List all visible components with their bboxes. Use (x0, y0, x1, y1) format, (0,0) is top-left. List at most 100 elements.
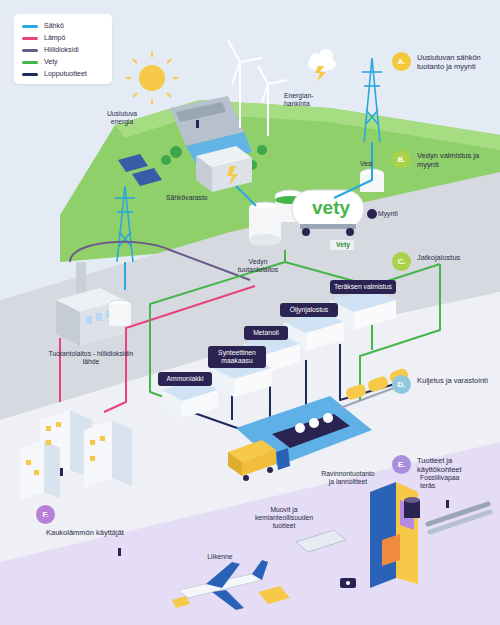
battery-container-part (196, 156, 212, 192)
truck-part (276, 448, 290, 470)
people-part (60, 468, 63, 476)
power-towers-part (366, 110, 378, 124)
legend-swatch (22, 25, 38, 28)
power-towers-part (119, 232, 131, 246)
sun-part (126, 52, 178, 104)
city-buildings-part-part (46, 440, 51, 445)
steel-pipes-part (430, 512, 490, 532)
process-text: Öljynjalostus (284, 306, 334, 314)
section-letter: B. (392, 150, 411, 169)
power-towers-part (366, 110, 378, 124)
battery-container-part (212, 158, 252, 192)
wind-turbines (228, 40, 287, 136)
airplane-part (206, 562, 240, 588)
truck-part (242, 450, 276, 476)
trees-part (170, 146, 182, 158)
people-part (196, 120, 199, 128)
section-heading: Tuotteet ja käyttökohteet (417, 455, 496, 474)
solar-panels (118, 154, 162, 186)
city-buildings-part (44, 440, 60, 498)
hydrogen-plant-part (302, 228, 310, 236)
power-towers-part (117, 211, 133, 213)
sun (126, 52, 178, 104)
illustration-label: Energian- hankinta (284, 92, 324, 108)
sun-part-part (133, 59, 137, 63)
hydrogen-plant (249, 169, 384, 250)
illustration-label: Tuotantolaitos - hiilidioksidin lähde (48, 350, 134, 366)
processing-buildings-part (182, 390, 218, 418)
airplane-part (212, 590, 244, 610)
airplane-part (252, 560, 268, 580)
truck-part (267, 467, 273, 473)
solar-panels-part (132, 168, 162, 186)
city-buildings-part-part (26, 460, 31, 465)
people-part (446, 500, 449, 508)
pipes-part (124, 262, 126, 290)
section-marker: F.Kaukolämmön käyttäjät (36, 505, 126, 537)
section-heading: Kaukolämmön käyttäjät (46, 528, 126, 537)
city-buildings (20, 410, 132, 500)
legend-row: Hiilidioksidi (22, 44, 106, 56)
train (340, 367, 410, 408)
section-letter: C. (392, 252, 411, 271)
sun-part-part (151, 52, 153, 57)
process-text: Synteettinen maakaasu (212, 349, 262, 365)
power-towers-part (119, 232, 131, 246)
section-letter: D. (392, 375, 411, 394)
wind-turbines-part (262, 84, 268, 102)
battery-container (196, 146, 252, 192)
food-tower-part (382, 534, 400, 566)
delivery-van-part (258, 586, 290, 604)
process-label: Öljynjalostus (280, 303, 338, 317)
co2-factory (56, 262, 131, 346)
section-letter: E. (392, 455, 411, 474)
hydrogen-plant-part (346, 228, 354, 236)
legend-text: Hiilidioksidi (44, 46, 79, 54)
co2-factory-part (109, 304, 131, 326)
delivery-van-part (172, 596, 190, 608)
section-heading: Uusiutuvan sähkön tuotanto ja myynti (417, 52, 496, 71)
hydrogen-plant-part (249, 234, 281, 246)
city-buildings-part-part (90, 456, 95, 461)
processing-buildings-part (162, 390, 182, 418)
pipes-part (70, 242, 250, 280)
hydro-dam-part (176, 102, 226, 122)
process-text: Ammoniakki (162, 375, 208, 383)
section-marker: C.Jatkojalostus (392, 252, 496, 262)
chemical-plant-icon-part (340, 578, 356, 588)
city-buildings-part-part (100, 436, 105, 441)
section-marker: B. Vedyn valmistus ja myynti (392, 150, 496, 169)
cloud-icon-part (319, 49, 333, 63)
power-towers (115, 58, 382, 262)
section-heading: Jatkojalostus (417, 252, 496, 262)
processing-buildings-part (354, 300, 396, 330)
legend-text: Vety (44, 58, 58, 66)
chemical-plant-icon-part (346, 581, 350, 585)
city-buildings-part-part (56, 422, 61, 427)
wind-turbines-part (232, 62, 240, 84)
legend-box: SähköLämpöHiilidioksidiVetyLopputuotteet (14, 14, 112, 84)
legend-text: Lämpö (44, 34, 65, 42)
legend-row: Lopputuotteet (22, 68, 106, 80)
illustration-label: Ravinnontuotanto ja lannoitteet (318, 470, 378, 486)
legend-swatch (22, 37, 38, 40)
airplane (178, 560, 268, 610)
hydrogen-plant-part (367, 209, 377, 219)
sun-part-part (151, 99, 153, 104)
processing-buildings (162, 288, 396, 418)
legend-swatch (22, 49, 38, 52)
processing-buildings-part (306, 322, 344, 351)
tank-text: vety (312, 198, 360, 218)
cloud-icon (308, 49, 336, 82)
legend-swatch (22, 73, 38, 76)
food-tower-part (370, 482, 396, 588)
delivery-van (172, 586, 290, 608)
section-heading: Vedyn valmistus ja myynti (417, 150, 496, 169)
illustration-label: Myynti (378, 210, 412, 218)
city-buildings-part-part (46, 426, 51, 431)
illustration-label: Sähkövarasto (166, 194, 220, 202)
process-text: Teräksen valmistus (334, 283, 392, 291)
